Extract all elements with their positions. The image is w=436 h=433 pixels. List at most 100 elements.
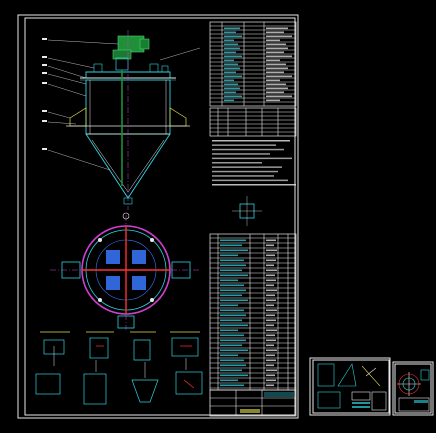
table-text-glyph: [266, 55, 292, 58]
table-text-glyph: [220, 249, 248, 252]
table-text-glyph: [266, 87, 288, 90]
main-sheet-inner-border: [24, 17, 296, 416]
table-text-glyph: [266, 83, 286, 86]
note-line: [212, 162, 262, 164]
table-text-glyph: [266, 304, 274, 307]
table-text-glyph: [266, 254, 275, 257]
table-text-glyph: [220, 329, 238, 332]
table-text-glyph: [224, 71, 236, 74]
table-text-glyph: [224, 63, 238, 66]
table-text-glyph: [266, 319, 276, 322]
plan-view-ring-icon: [50, 212, 200, 330]
table-text-glyph: [266, 289, 277, 292]
agitator-motor-icon: [112, 35, 150, 71]
table-text-glyph: [224, 87, 240, 90]
table-text-glyph: [220, 344, 242, 347]
table-text-glyph: [266, 309, 277, 312]
table-text-glyph: [220, 369, 242, 372]
table-text-glyph: [224, 95, 242, 98]
table-text-glyph: [220, 349, 248, 352]
table-text-glyph: [266, 384, 274, 387]
table-text-glyph: [220, 274, 248, 277]
table-text-glyph: [220, 379, 238, 382]
detail-views-row: [35, 331, 203, 405]
table-text-glyph: [220, 244, 242, 247]
table-text-glyph: [266, 43, 286, 46]
table-text-glyph: [266, 364, 274, 367]
table-text-glyph: [220, 254, 238, 257]
table-text-glyph: [266, 379, 276, 382]
note-line: [212, 140, 290, 142]
table-text-glyph: [224, 47, 240, 50]
table-text-glyph: [266, 279, 276, 282]
table-text-glyph: [220, 279, 238, 282]
technical-spec-table: [209, 21, 297, 107]
table-text-glyph: [266, 95, 292, 98]
table-text-glyph: [220, 294, 242, 297]
table-text-glyph: [224, 75, 242, 78]
note-line: [212, 157, 292, 160]
detail-sheet-b: [392, 361, 434, 416]
table-text-glyph: [266, 269, 277, 272]
table-text-glyph: [224, 39, 234, 42]
table-text-glyph: [266, 339, 276, 342]
technical-notes-block: [212, 140, 296, 186]
title-block: [209, 389, 297, 417]
table-text-glyph: [266, 27, 288, 30]
table-text-glyph: [266, 294, 275, 297]
table-text-glyph: [224, 55, 242, 58]
table-text-glyph: [266, 369, 277, 372]
table-text-glyph: [266, 329, 277, 332]
table-text-glyph: [266, 63, 286, 66]
table-text-glyph: [266, 99, 280, 102]
table-text-glyph: [220, 259, 244, 262]
table-text-glyph: [220, 309, 244, 312]
table-text-glyph: [266, 264, 274, 267]
table-text-glyph: [220, 354, 238, 357]
table-text-glyph: [224, 91, 236, 94]
note-line: [212, 184, 296, 186]
table-text-glyph: [266, 51, 284, 54]
table-text-glyph: [266, 39, 280, 42]
table-text-glyph: [224, 43, 238, 46]
table-text-glyph: [224, 31, 236, 34]
table-text-glyph: [224, 99, 234, 102]
detail-sheet-a: [309, 357, 391, 416]
table-text-glyph: [220, 239, 246, 242]
table-text-glyph: [266, 259, 276, 262]
table-text-glyph: [220, 284, 244, 287]
table-text-glyph: [266, 35, 292, 38]
note-line: [212, 144, 276, 146]
table-text-glyph: [220, 334, 244, 337]
table-text-glyph: [266, 244, 274, 247]
table-text-glyph: [220, 304, 238, 307]
table-text-glyph: [266, 47, 288, 50]
table-text-glyph: [220, 364, 246, 367]
note-line: [212, 153, 270, 155]
table-text-glyph: [266, 59, 280, 62]
table-text-glyph: [220, 324, 248, 327]
table-text-glyph: [266, 284, 274, 287]
table-text-glyph: [224, 51, 236, 54]
table-text-glyph: [266, 71, 284, 74]
table-text-glyph: [220, 264, 246, 267]
note-line: [212, 148, 284, 151]
bracket-detail: [232, 196, 262, 226]
table-text-glyph: [266, 274, 275, 277]
nozzle-table: [209, 107, 297, 137]
table-text-glyph: [220, 359, 244, 362]
parts-list-table: [209, 233, 297, 391]
table-text-glyph: [224, 35, 242, 38]
table-text-glyph: [266, 31, 284, 34]
table-text-glyph: [266, 249, 277, 252]
note-line: [212, 166, 282, 168]
table-text-glyph: [220, 319, 242, 322]
table-text-glyph: [224, 67, 240, 70]
table-text-glyph: [224, 79, 234, 82]
table-text-glyph: [266, 334, 275, 337]
table-text-glyph: [220, 314, 246, 317]
table-text-glyph: [266, 67, 288, 70]
table-text-glyph: [220, 289, 246, 292]
table-text-glyph: [266, 324, 274, 327]
